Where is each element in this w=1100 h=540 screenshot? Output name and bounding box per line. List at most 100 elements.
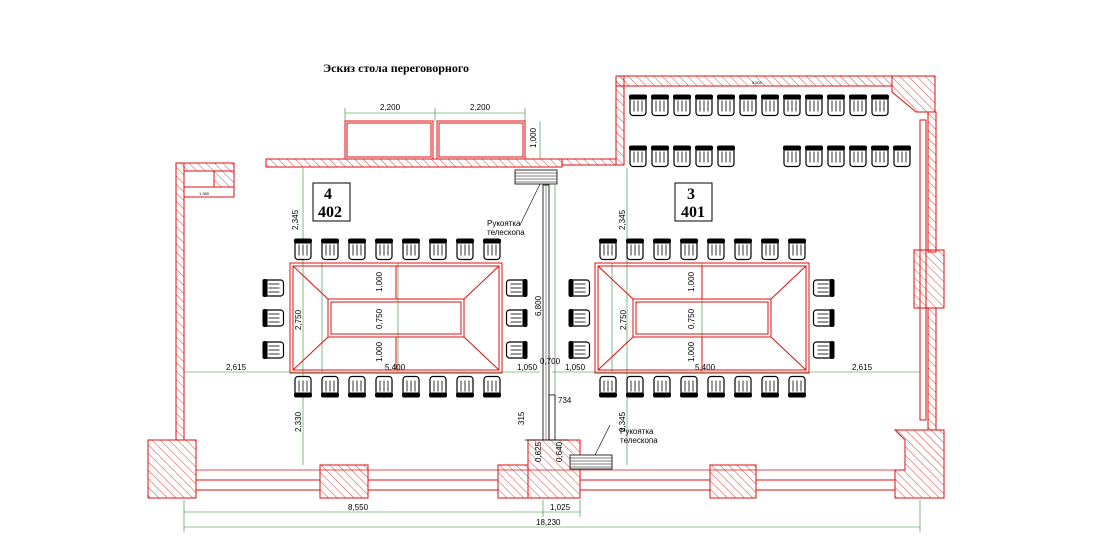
chair <box>483 238 501 261</box>
chair <box>761 375 779 398</box>
chair <box>695 94 713 117</box>
wall-pillar-bottom-2 <box>497 464 529 499</box>
chair <box>827 94 845 117</box>
chair <box>651 94 669 117</box>
svg-text:2,750: 2,750 <box>619 309 628 330</box>
chair <box>402 238 420 261</box>
chair <box>695 145 713 168</box>
chair <box>812 309 835 327</box>
svg-text:18,230: 18,230 <box>536 518 561 527</box>
chair <box>739 94 757 117</box>
door-stub <box>525 394 568 441</box>
chair <box>717 94 735 117</box>
chair <box>505 309 528 327</box>
svg-text:2,345: 2,345 <box>618 411 627 432</box>
chair <box>783 94 801 117</box>
wall-right-room-left <box>615 75 625 166</box>
telescope-handle-bottom: Рукоятка телескопа <box>569 424 658 470</box>
telescope-handle-top: Рукоятка телескопа <box>487 169 558 237</box>
svg-text:2,615: 2,615 <box>226 363 247 372</box>
svg-text:2,200: 2,200 <box>470 103 491 112</box>
wall-right-outer-2 <box>927 307 937 431</box>
chair <box>262 309 285 327</box>
svg-text:2,615: 2,615 <box>852 363 873 372</box>
chair <box>707 238 725 261</box>
svg-text:5,500: 5,500 <box>752 80 763 85</box>
chair <box>629 145 647 168</box>
svg-text:телескопа: телескопа <box>620 436 658 445</box>
chair <box>673 94 691 117</box>
chair <box>429 375 447 398</box>
chair <box>651 145 669 168</box>
wall-right-inner-line <box>919 119 927 421</box>
svg-text:6,800: 6,800 <box>534 295 543 316</box>
chair <box>805 94 823 117</box>
wall-window-topleft <box>183 186 235 198</box>
chair <box>673 145 691 168</box>
chair <box>348 375 366 398</box>
svg-text:315: 315 <box>517 411 526 425</box>
chair <box>262 279 285 297</box>
chair <box>783 145 801 168</box>
chair <box>849 94 867 117</box>
svg-text:2,330: 2,330 <box>294 411 303 432</box>
chair <box>429 238 447 261</box>
chair <box>788 375 806 398</box>
svg-text:0,640: 0,640 <box>555 441 564 462</box>
drawing-title: Эскиз стола переговорного <box>323 61 469 75</box>
wall-column-topleft <box>213 170 235 188</box>
chair <box>893 145 911 168</box>
chair <box>294 238 312 261</box>
wall-pillar-bottom-1 <box>319 464 369 499</box>
chair <box>626 238 644 261</box>
chair <box>568 279 591 297</box>
svg-text:1,000: 1,000 <box>529 127 538 148</box>
chair <box>827 145 845 168</box>
chair <box>871 94 889 117</box>
chair <box>805 145 823 168</box>
room-label-402: 4 402 <box>312 182 351 222</box>
dimension-lines <box>183 168 921 532</box>
conference-tables <box>289 262 810 374</box>
chair <box>680 238 698 261</box>
wall-bottom-window-3 <box>579 479 711 491</box>
wall-corner-bottomright <box>893 429 945 499</box>
svg-text:1,000: 1,000 <box>375 341 384 362</box>
wall-corner-bottomleft <box>147 439 197 499</box>
svg-text:1,000: 1,000 <box>375 271 384 292</box>
chair <box>375 375 393 398</box>
chair <box>321 238 339 261</box>
svg-text:1,380: 1,380 <box>199 191 210 196</box>
chair <box>294 375 312 398</box>
svg-text:2,345: 2,345 <box>291 209 300 230</box>
chair <box>788 238 806 261</box>
svg-text:0,625: 0,625 <box>534 441 543 462</box>
svg-text:2,200: 2,200 <box>380 103 401 112</box>
chair <box>849 145 867 168</box>
svg-text:1,025: 1,025 <box>550 503 571 512</box>
svg-text:3: 3 <box>687 186 695 203</box>
svg-text:5,400: 5,400 <box>695 363 716 372</box>
chair <box>505 341 528 359</box>
svg-text:0,750: 0,750 <box>375 308 384 329</box>
chair <box>599 238 617 261</box>
chair <box>262 341 285 359</box>
chair <box>505 279 528 297</box>
room-label-401: 3 401 <box>674 182 713 222</box>
svg-text:телескопа: телескопа <box>487 228 525 237</box>
chair <box>348 238 366 261</box>
chair <box>599 375 617 398</box>
chair <box>456 238 474 261</box>
wall-bottom-window-2 <box>367 479 499 491</box>
wall-bottom-window-4 <box>755 479 896 491</box>
wall-corner-topright <box>891 75 936 113</box>
svg-text:8,550: 8,550 <box>348 503 369 512</box>
wall-right-outer-1 <box>927 111 937 253</box>
svg-text:402: 402 <box>318 204 342 221</box>
conference-table-401 <box>594 262 810 374</box>
chair <box>734 238 752 261</box>
chair <box>653 238 671 261</box>
wall-pillar-bottom-4 <box>709 464 757 499</box>
svg-text:401: 401 <box>681 204 705 221</box>
